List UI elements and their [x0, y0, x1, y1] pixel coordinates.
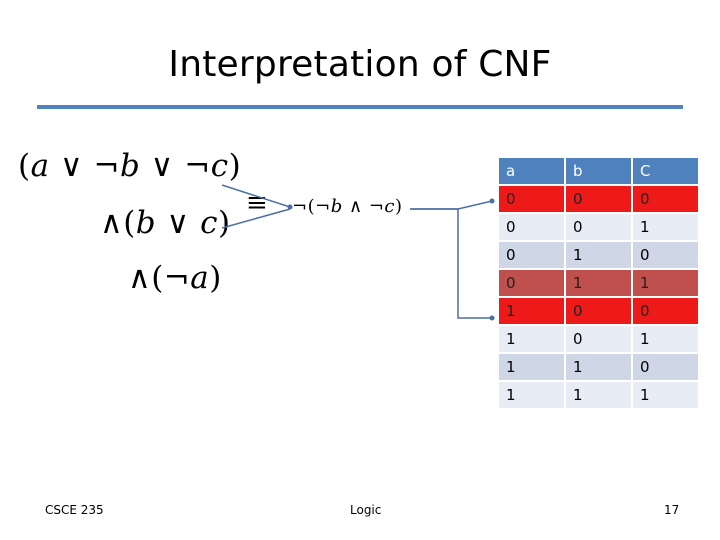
clause-2: ∧(b ∨ c): [100, 205, 231, 241]
table-row: 0 0 0: [499, 186, 698, 212]
connector-clause1: [221, 184, 291, 208]
connector-clause1-dot: [287, 204, 293, 210]
equivalence-symbol: ≡: [246, 188, 269, 218]
title-underline: [37, 105, 683, 109]
equivalent-expression: ¬(¬b ∧ ¬c): [292, 196, 403, 217]
footer-course: CSCE 235: [45, 503, 104, 517]
table-row: 1 1 0: [499, 354, 698, 380]
table-row: 0 0 1: [499, 214, 698, 240]
footer-topic: Logic: [350, 503, 382, 517]
header-b: b: [566, 158, 631, 184]
connector-clause2: [221, 208, 291, 229]
clause-3: ∧(¬a): [128, 260, 222, 296]
table-row: 0 1 0: [499, 242, 698, 268]
connector-row5: [410, 208, 492, 319]
connector-row1-dot: [489, 198, 495, 204]
table-row: 1 0 1: [499, 326, 698, 352]
slide-title: Interpretation of CNF: [168, 44, 552, 85]
table-row: 1 1 1: [499, 382, 698, 408]
table-header-row: a b C: [499, 158, 698, 184]
header-a: a: [499, 158, 564, 184]
table-row: 1 0 0: [499, 298, 698, 324]
connector-row1: [410, 200, 493, 210]
page-number: 17: [664, 503, 680, 517]
truth-table: a b C 0 0 0 0 0 1 0 1 0 0 1 1 1 0 0 1 0 …: [497, 156, 700, 410]
connector-row5-dot: [489, 315, 495, 321]
header-c: C: [633, 158, 698, 184]
clause-1: (a ∨ ¬b ∨ ¬c): [18, 148, 242, 184]
table-row: 0 1 1: [499, 270, 698, 296]
